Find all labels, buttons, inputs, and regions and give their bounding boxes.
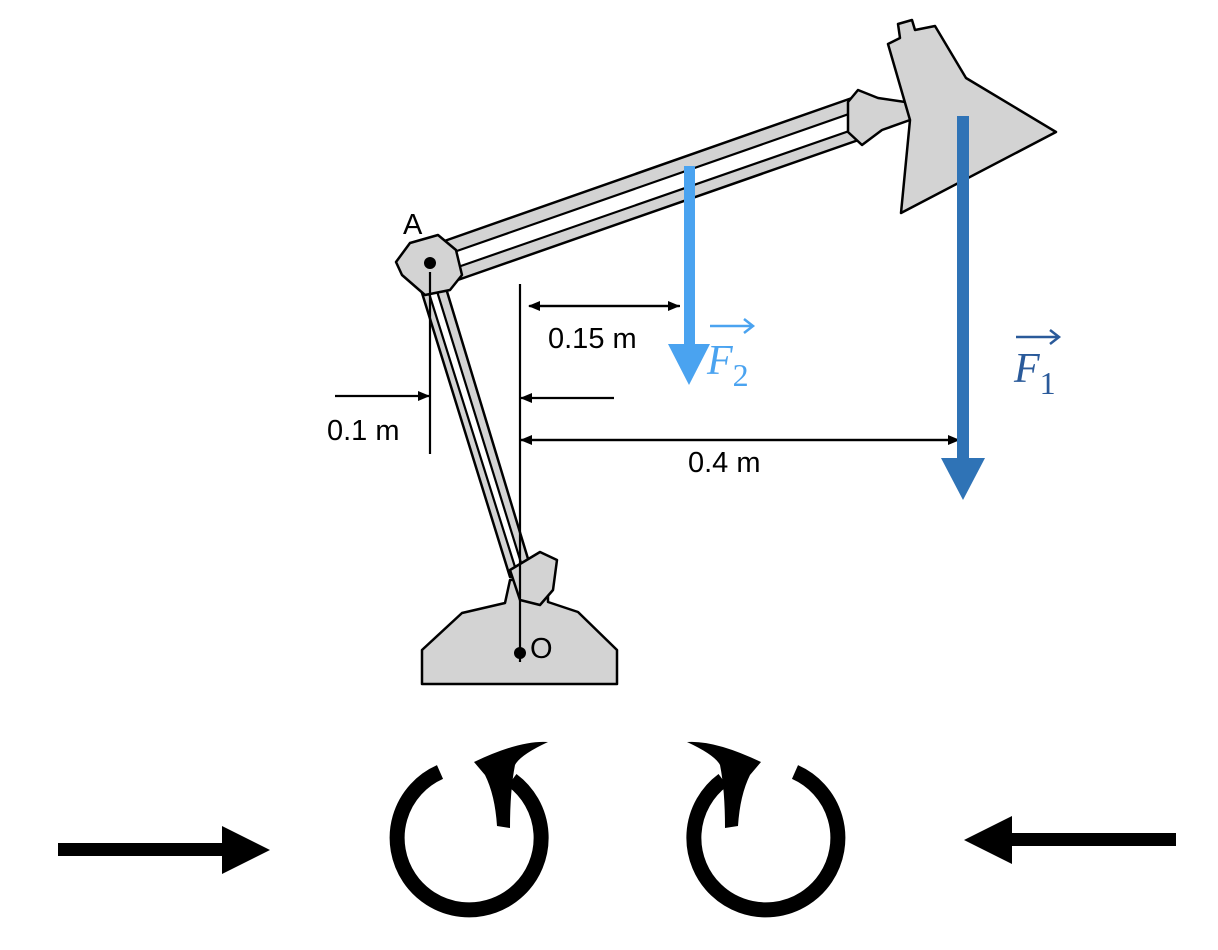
upper-arm	[431, 96, 872, 284]
dimension-f1-label: 0.4 m	[688, 447, 761, 479]
force-f1-label: F1	[1013, 329, 1062, 401]
dimension-f2-label: 0.15 m	[548, 323, 637, 355]
force-f2-arrow	[668, 166, 710, 385]
lamp-shade	[886, 18, 1058, 215]
point-a-label: A	[403, 209, 423, 241]
force-f1-arrow	[941, 116, 985, 500]
svg-text:F2: F2	[706, 338, 749, 393]
point-o-label: O	[530, 633, 553, 665]
dimension-a-label: 0.1 m	[327, 415, 400, 447]
rotate-clockwise-icon	[686, 741, 846, 918]
lower-arm	[416, 273, 534, 579]
force-f2-label: F2	[706, 318, 756, 393]
head-hinge	[846, 88, 914, 147]
point-a-dot	[424, 257, 436, 269]
dimension-a	[335, 391, 614, 403]
arrow-left-icon	[964, 816, 1176, 864]
svg-text:F1: F1	[1013, 346, 1056, 401]
arrow-right-icon	[58, 826, 270, 874]
rotate-counterclockwise-icon	[389, 741, 549, 918]
